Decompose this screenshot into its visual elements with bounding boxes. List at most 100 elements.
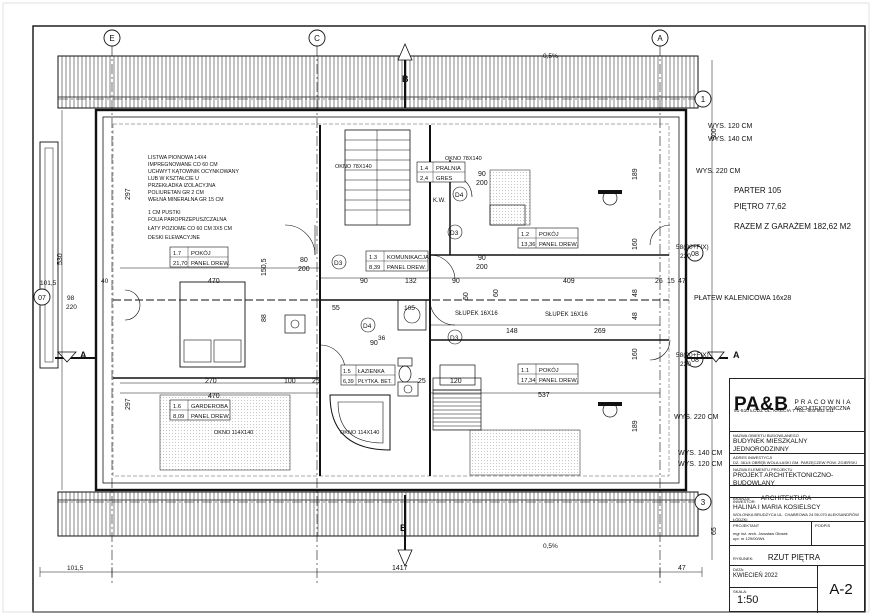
- svg-text:8,09: 8,09: [173, 414, 184, 420]
- svg-text:LUB W KSZTAŁCIE U: LUB W KSZTAŁCIE U: [148, 176, 199, 182]
- svg-text:1.7: 1.7: [173, 251, 181, 257]
- washing-machine-icon: [397, 299, 427, 331]
- scale-label: SKALA:: [733, 589, 748, 594]
- height-120-top: WYS. 120 CM: [708, 123, 753, 130]
- door-90c: 90: [370, 340, 378, 347]
- date-scale-row: DATA: KWIECIEŃ 2022 SKALA: 1:50 A-2: [730, 565, 864, 613]
- staircase: [344, 129, 411, 226]
- door-code-d3c: D3: [450, 335, 459, 342]
- dim-101-5-left: 101,5: [40, 280, 57, 287]
- bathtub-icon: [329, 394, 391, 451]
- height-220-bottom: WYS. 220 CM: [674, 414, 719, 421]
- svg-text:PANEL DREW.: PANEL DREW.: [191, 261, 230, 267]
- dim-1417: 1417: [392, 565, 408, 572]
- ridge-beam-label: PŁATEW KALENICOWA 16x28: [694, 295, 791, 302]
- dim-90a: 90: [360, 278, 368, 285]
- room-label-1-4: 1.4 PRALNIA 2,4 GRES: [416, 161, 466, 183]
- door-90-h: 200: [476, 264, 488, 271]
- svg-text:DESKI ELEWACYJNE: DESKI ELEWACYJNE: [148, 235, 201, 241]
- branch-value: ARCHITEKTURA: [760, 495, 812, 502]
- door-90b: 90: [478, 171, 486, 178]
- dim-101-5-bottom: 101,5: [67, 565, 84, 572]
- area-ground-floor: PARTER 105: [734, 186, 782, 195]
- dim-47: 47: [678, 278, 686, 285]
- grid-bubble-e: E: [109, 34, 114, 43]
- dim-48-bottom: 48: [632, 312, 639, 320]
- dim-297-top: 297: [125, 188, 132, 200]
- wall-layer-note: LISTWA PIONOWA 14X4 IMPREGNOWANE CO 60 C…: [148, 155, 240, 241]
- object-label: NAZWA OBIEKTU BUDOWLANEGO: [733, 433, 799, 438]
- dim-297-bottom: 297: [125, 398, 132, 410]
- post-label-2: SŁUPEK 16X16: [545, 312, 588, 318]
- roof-window-upper-right: [489, 169, 531, 226]
- opening-top: 58(90+FIX): [676, 244, 709, 251]
- dim-65: 65: [711, 527, 718, 535]
- designer-name: mgr inż. arch. Jarosław Głosek: [733, 531, 788, 536]
- window-label-wardrobe: OKNO 114X140: [214, 430, 253, 436]
- height-140-top: WYS. 140 CM: [708, 136, 753, 143]
- svg-text:WEŁNA MINERALNA GR 15 CM: WEŁNA MINERALNA GR 15 CM: [148, 197, 224, 203]
- window-label-bath: OKNO 114X140: [340, 430, 379, 436]
- dim-50: 50: [463, 292, 470, 300]
- dim-160-bottom: 160: [632, 348, 639, 360]
- title-block: PA&B PRACOWNIA ARCHITEKTONICZNA 91-510 Ł…: [729, 378, 865, 613]
- grid-bubble-3: 3: [701, 498, 706, 507]
- section-marker-b: [397, 43, 413, 567]
- dim-25: 25: [312, 378, 320, 385]
- dim-120: 120: [450, 378, 462, 385]
- sheet-number: A-2: [829, 581, 853, 598]
- svg-text:KOMUNIKACJA: KOMUNIKACJA: [387, 255, 429, 261]
- object-row: NAZWA OBIEKTU BUDOWLANEGO BUDYNEK MIESZK…: [730, 431, 864, 453]
- area-total: RAZEM Z GARAŻEM 182,62 M2: [734, 222, 851, 231]
- branch-row: BRANŻA: ARCHITEKTURA: [730, 485, 864, 502]
- firm-header: PA&B PRACOWNIA ARCHITEKTONICZNA: [730, 379, 864, 431]
- svg-text:ŁAZIENKA: ŁAZIENKA: [358, 369, 385, 375]
- svg-text:8,39: 8,39: [369, 265, 380, 271]
- section-b-bottom-label: B: [400, 523, 407, 533]
- dim-90b: 90: [452, 278, 460, 285]
- svg-text:IMPREGNOWANE CO 60 CM: IMPREGNOWANE CO 60 CM: [148, 162, 218, 168]
- roof-window-lower-right: [469, 429, 581, 476]
- roof-slope-bottom: 0,5%: [543, 543, 558, 550]
- dim-100: 100: [284, 378, 296, 385]
- designer-license: upr. nr 129/00/WŁ: [733, 536, 765, 541]
- dim-105: 105: [404, 305, 415, 312]
- roof-slope-top: 0,5%: [543, 53, 558, 60]
- height-120-bottom: WYS. 120 CM: [678, 461, 723, 468]
- firm-logo: PA&B: [734, 394, 789, 415]
- opening-bottom-h: 220: [680, 361, 691, 368]
- svg-text:FOLIA PAROPRZEPUSZCZALNA: FOLIA PAROPRZEPUSZCZALNA: [148, 217, 227, 223]
- dim-189-top: 189: [632, 168, 639, 180]
- svg-text:2,4: 2,4: [420, 176, 429, 182]
- room-label-1-1: 1.1 POKÓJ 17,34 PANEL DREW.: [517, 363, 578, 385]
- drawing-row: RYSUNEK: RZUT PIĘTRA: [730, 545, 864, 565]
- room-label-1-7: 1.7 POKÓJ 21,70 PANEL DREW.: [169, 246, 230, 268]
- window-label-laundry: OKNO 78X140: [445, 156, 482, 162]
- bed-icon: [179, 281, 246, 368]
- svg-text:PANEL DREW.: PANEL DREW.: [539, 242, 578, 248]
- opening-top-h: 220: [680, 253, 691, 260]
- door-90: 90: [478, 255, 486, 262]
- toilet-icon: [397, 357, 413, 383]
- scale-value: 1:50: [737, 594, 759, 606]
- svg-text:GRES: GRES: [436, 176, 453, 182]
- door-90b-h: 200: [476, 180, 488, 187]
- element-row: NAZWA ELEMENTU PROJEKTU PROJEKT ARCHITEK…: [730, 465, 864, 487]
- outer-wall: [94, 108, 688, 492]
- post-label-1: SŁUPEK 16X16: [455, 311, 498, 317]
- svg-text:21,70: 21,70: [173, 261, 188, 267]
- drawing-label: RYSUNEK:: [733, 556, 754, 561]
- sink-icon: [284, 314, 306, 334]
- svg-text:PŁYTKA. BET.: PŁYTKA. BET.: [358, 379, 392, 385]
- grid-bubble-08-bottom: 08: [691, 357, 699, 364]
- dim-60: 60: [493, 289, 500, 297]
- dim-98: 98: [67, 295, 75, 302]
- dim-530: 530: [57, 253, 64, 265]
- svg-text:17,34: 17,34: [521, 378, 536, 384]
- investor-row: INWESTOR: HALINA I MARIA KOSIELSCY WOLON…: [730, 497, 864, 522]
- grid-bubble-1: 1: [701, 95, 706, 104]
- door-80-h: 200: [298, 266, 310, 273]
- date-label: DATA:: [733, 567, 745, 572]
- svg-text:1.5: 1.5: [343, 369, 351, 375]
- dim-150-5: 150,5: [261, 258, 268, 276]
